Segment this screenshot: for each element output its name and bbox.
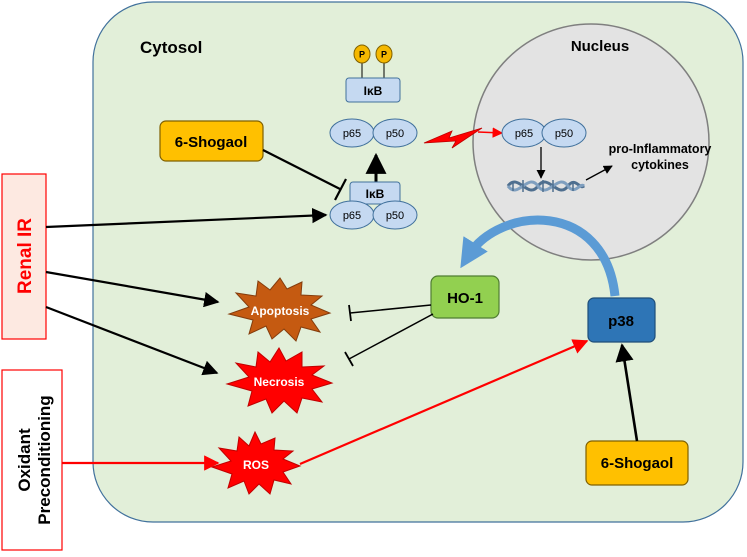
p38-box bbox=[587, 297, 656, 343]
p38-to-ho1-curved-arrow bbox=[460, 215, 620, 297]
nfkb-dimer-free: p65 p50 bbox=[329, 118, 418, 148]
ros-to-p38-arrow bbox=[299, 339, 589, 466]
ikb-label-top: IκB bbox=[364, 84, 383, 98]
necrosis-burst bbox=[225, 347, 334, 414]
cytokine-arrow bbox=[585, 165, 613, 181]
ikb-label-bound: IκB bbox=[366, 187, 385, 201]
translocation-arrow bbox=[477, 127, 504, 138]
shogaol-inhibit-bar bbox=[334, 178, 347, 201]
p65-bound-label: p65 bbox=[343, 210, 361, 222]
phospho-label-right: P bbox=[381, 50, 387, 60]
ho1-inhibit-apoptosis bbox=[349, 304, 432, 314]
dna-helix-icon bbox=[506, 180, 586, 192]
phospho-group-right bbox=[375, 44, 393, 64]
renal-to-complex-arrow bbox=[45, 207, 328, 229]
necrosis-label: Necrosis bbox=[254, 375, 305, 389]
lightning-bolt-icon bbox=[423, 127, 483, 149]
p50-nuclear-label: p50 bbox=[555, 128, 573, 140]
p65-free-label: p65 bbox=[343, 128, 361, 140]
apoptosis-label: Apoptosis bbox=[251, 304, 310, 318]
ikb-box-bound bbox=[349, 181, 401, 205]
ros-label: ROS bbox=[243, 458, 269, 472]
nfkb-ikb-complex: IκB p65 p50 bbox=[329, 181, 418, 230]
nfkb-dimer-nuclear: p65 p50 bbox=[501, 118, 587, 148]
nucleus-label: Nucleus bbox=[571, 38, 629, 55]
shogaol-label-bottom: 6-Shogaol bbox=[601, 455, 674, 472]
shogaol-label-top: 6-Shogaol bbox=[175, 134, 248, 151]
oxidant-box bbox=[1, 369, 63, 551]
shogaol-box-top bbox=[159, 120, 264, 162]
cytosol-label: Cytosol bbox=[140, 38, 202, 57]
ikb-box-top bbox=[345, 77, 401, 103]
phospho-label-left: P bbox=[359, 50, 365, 60]
pro-inflammatory-label-line1: pro-Inflammatory bbox=[609, 142, 712, 156]
p50-free bbox=[372, 118, 418, 148]
p65-nuclear-label: p65 bbox=[515, 128, 533, 140]
ho1-label: HO-1 bbox=[447, 290, 483, 307]
p50-bound bbox=[372, 200, 418, 230]
ho1-inhibit-necrosis-bar bbox=[344, 351, 354, 367]
nucleus-region bbox=[472, 23, 710, 261]
ho1-box bbox=[430, 275, 500, 319]
ho1-inhibit-apoptosis-bar bbox=[348, 304, 352, 322]
ho1-inhibit-necrosis bbox=[348, 313, 434, 360]
shogaol-inhibit-line bbox=[262, 149, 341, 190]
renal-ir-label: Renal IR bbox=[15, 218, 36, 294]
p50-nuclear bbox=[541, 118, 587, 148]
renal-to-necrosis-arrow bbox=[45, 305, 219, 376]
p50-bound-label: p50 bbox=[386, 210, 404, 222]
ros-burst bbox=[210, 430, 302, 495]
shogaol-to-p38-arrow bbox=[615, 343, 639, 442]
phosphorylated-ikb: P P IκB bbox=[345, 44, 401, 103]
p38-label: p38 bbox=[608, 313, 634, 330]
renal-to-apoptosis-arrow bbox=[45, 270, 220, 308]
pro-inflammatory-label-line2: cytokines bbox=[631, 158, 689, 172]
oxidant-label-line2: Preconditioning bbox=[35, 395, 54, 524]
p50-free-label: p50 bbox=[386, 128, 404, 140]
renal-ir-box bbox=[1, 173, 47, 340]
apoptosis-burst bbox=[227, 277, 332, 342]
oxidant-label-line1: Oxidant bbox=[15, 428, 34, 492]
phospho-group-left bbox=[353, 44, 371, 64]
